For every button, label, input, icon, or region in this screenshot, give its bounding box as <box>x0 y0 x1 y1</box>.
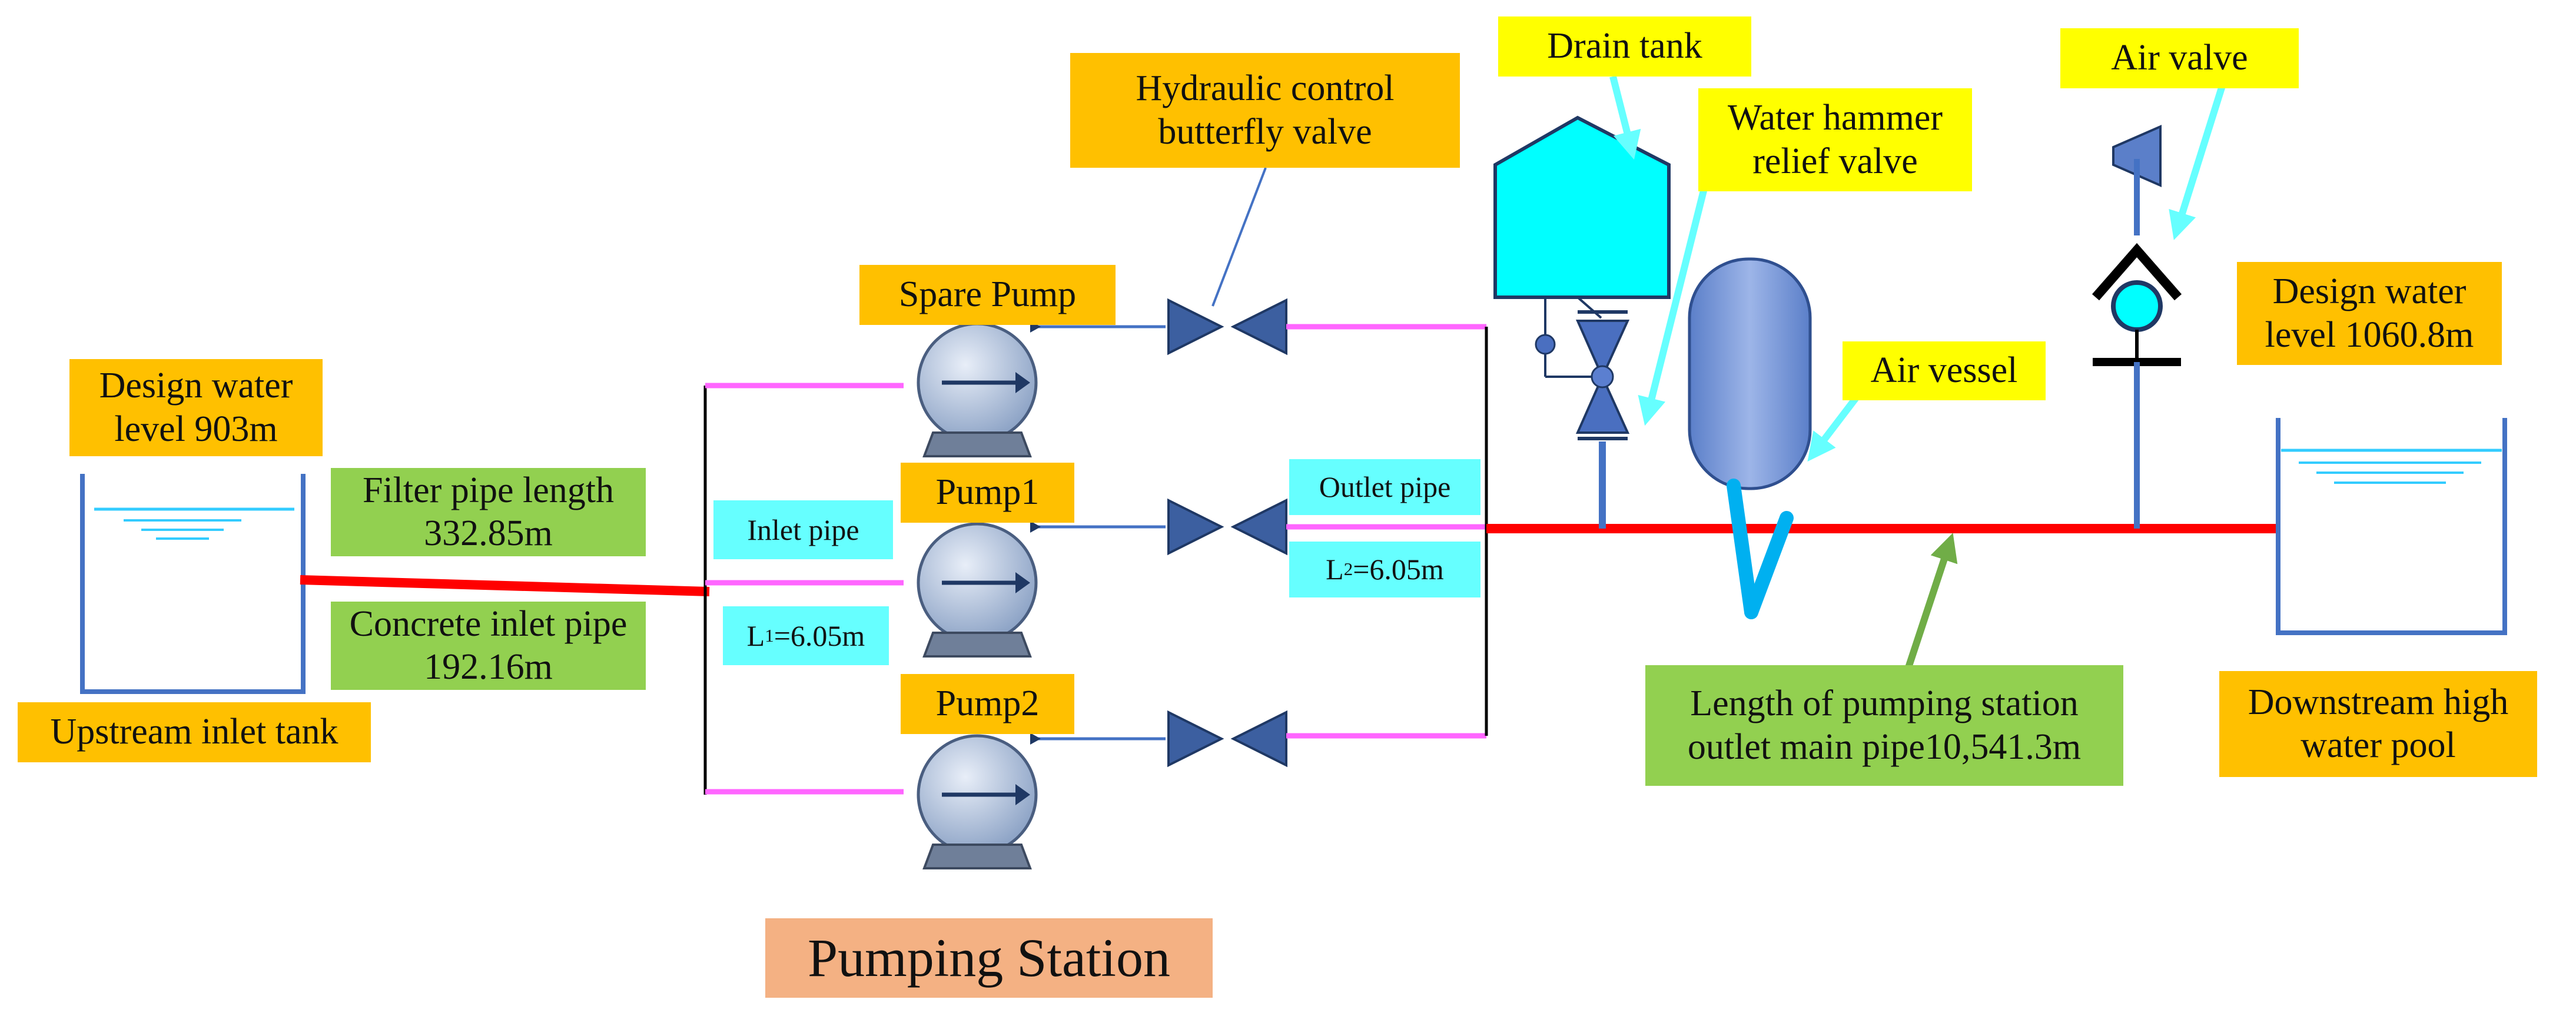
filter-pipe-label: Filter pipe length 332.85m <box>331 468 646 556</box>
hammer-valve-label: Water hammer relief valve <box>1698 88 1972 191</box>
drain-tank-icon <box>1493 115 1671 299</box>
l2-letter: L <box>1326 553 1344 586</box>
main-pipe-pointer <box>1904 533 1958 672</box>
downstream-pool-label: Downstream high water pool <box>2219 671 2537 777</box>
relief-valve-icon <box>1535 296 1630 529</box>
l1-letter: L <box>746 619 765 652</box>
pumping-station-title: Pumping Station <box>765 918 1213 998</box>
l1-value: =6.05m <box>774 619 865 652</box>
butterfly-valve-label: Hydraulic control butterfly valve <box>1070 53 1460 168</box>
upstream-water-level-label: Design water level 903m <box>69 359 323 456</box>
butterfly-valve-leader <box>1211 167 1267 307</box>
butterfly-valve-1 <box>1167 498 1287 556</box>
drain-tank-pointer <box>1609 75 1641 160</box>
downstream-water-level-label: Design water level 1060.8m <box>2237 262 2502 365</box>
pump-2 <box>917 733 1166 869</box>
butterfly-valve-2 <box>1167 710 1287 768</box>
l2-subscript: 2 <box>1343 559 1353 580</box>
spare-pump-label: Spare Pump <box>859 265 1116 325</box>
inlet-manifold <box>703 383 904 795</box>
concrete-pipe-label: Concrete inlet pipe 192.16m <box>331 602 646 690</box>
inlet-main-pipe <box>300 575 710 596</box>
air-valve-label: Air valve <box>2060 28 2299 88</box>
pump-1 <box>917 521 1166 658</box>
pump-spare <box>917 321 1166 457</box>
pump2-label: Pump2 <box>901 674 1074 734</box>
pump1-label: Pump1 <box>901 463 1074 523</box>
air-valve-icon <box>2092 124 2182 529</box>
drain-tank-label: Drain tank <box>1498 16 1751 77</box>
main-pipe-label: Length of pumping station outlet main pi… <box>1645 665 2123 786</box>
upstream-tank <box>80 474 306 694</box>
hammer-valve-pointer <box>1638 175 1711 426</box>
inlet-pipe-label: Inlet pipe <box>713 500 893 559</box>
l2-value: =6.05m <box>1353 553 1444 586</box>
outlet-manifold <box>1286 324 1488 739</box>
upstream-tank-label: Upstream inlet tank <box>18 702 371 762</box>
air-valve-pointer <box>2169 75 2229 240</box>
downstream-pool <box>2276 418 2507 635</box>
butterfly-valve-spare <box>1167 298 1287 356</box>
air-vessel-label: Air vessel <box>1843 341 2046 400</box>
outlet-pipe-label: Outlet pipe <box>1289 459 1480 515</box>
air-vessel-icon <box>1688 257 1812 619</box>
l1-subscript: 1 <box>765 625 774 646</box>
